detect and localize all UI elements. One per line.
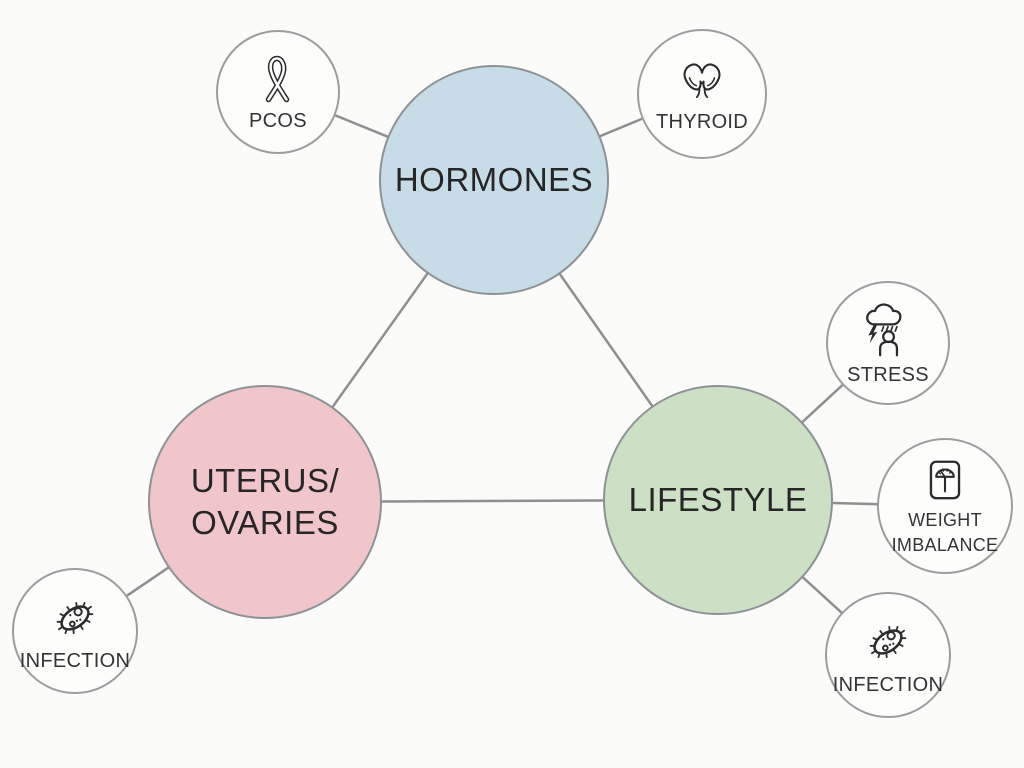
node-infection-left: INFECTION: [12, 568, 138, 694]
node-weight-imbalance-label-line1: WEIGHT: [908, 509, 982, 530]
node-lifestyle-label: LIFESTYLE: [628, 480, 808, 518]
node-uterus-ovaries: UTERUS/ OVARIES: [148, 385, 382, 619]
node-stress-label: STRESS: [847, 363, 929, 386]
bacteria-icon: [47, 590, 103, 646]
node-infection-left-label: INFECTION: [19, 649, 131, 672]
node-infection-right: INFECTION: [825, 592, 951, 718]
bacteria-icon: [860, 614, 916, 670]
node-uterus-ovaries-label-line2: OVARIES: [191, 504, 339, 541]
node-thyroid-label: THYROID: [655, 110, 749, 133]
node-weight-imbalance-label-line2: IMBALANCE: [891, 535, 999, 555]
node-uterus-ovaries-label-line1: UTERUS/: [190, 461, 340, 499]
node-pcos: PCOS: [216, 30, 340, 154]
node-hormones-label: HORMONES: [394, 160, 594, 198]
storm-cloud-over-person-icon: [860, 300, 916, 360]
node-thyroid: THYROID: [637, 29, 767, 159]
awareness-ribbon-icon: [253, 52, 303, 106]
node-lifestyle: LIFESTYLE: [603, 385, 833, 615]
node-weight-imbalance: WEIGHT IMBALANCE: [877, 438, 1013, 574]
thyroid-gland-icon: [671, 55, 733, 107]
node-pcos-label: PCOS: [249, 109, 307, 132]
node-infection-right-label: INFECTION: [832, 673, 944, 696]
node-hormones: HORMONES: [379, 65, 609, 295]
weighing-scale-icon: [919, 455, 971, 507]
node-stress: STRESS: [826, 281, 950, 405]
